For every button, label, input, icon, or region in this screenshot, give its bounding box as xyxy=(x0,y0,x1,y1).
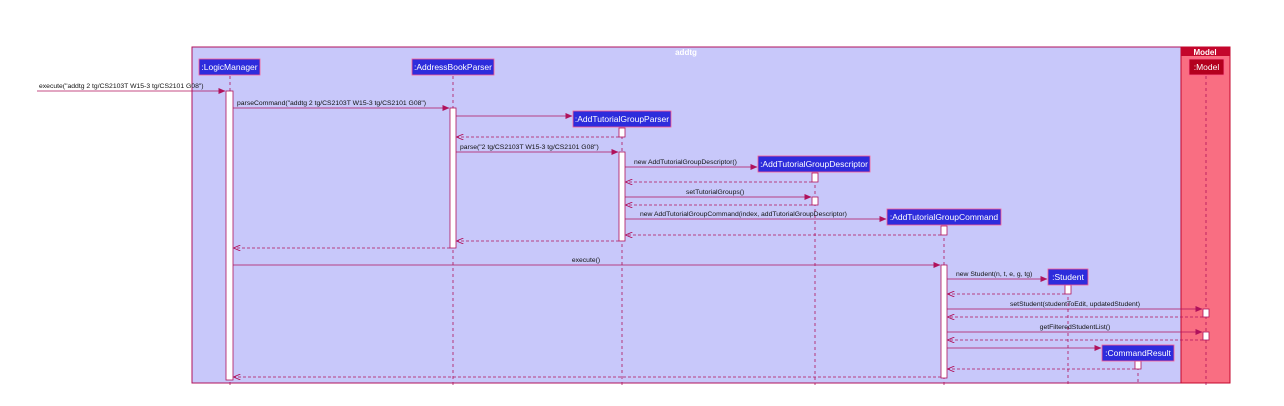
label-execute-call: execute("addtg 2 tg/CS2103T W15-3 tg/CS2… xyxy=(39,83,204,90)
activation-student-create xyxy=(1064,284,1072,295)
participant-model: :Model xyxy=(1194,62,1220,72)
participant-add-tutorial-group-command-box xyxy=(886,208,1002,226)
label-execute: execute() xyxy=(572,257,600,264)
label-set-student: setStudent(studentToEdit, updatedStudent… xyxy=(1010,301,1140,308)
participant-command-result: :CommandResult xyxy=(1105,348,1171,358)
activation-command-create xyxy=(940,225,948,236)
participant-address-book-parser-box xyxy=(411,58,495,76)
addtg-frame xyxy=(191,46,1182,384)
activation-bars xyxy=(225,90,1210,381)
activation-command-execute xyxy=(940,264,948,379)
model-frame-title: Model xyxy=(1193,48,1216,57)
participant-logic-manager-box xyxy=(198,58,261,76)
activation-parser-create xyxy=(618,127,626,138)
participant-model-box xyxy=(1188,58,1225,76)
participant-add-tutorial-group-parser-box xyxy=(572,110,672,128)
model-frame xyxy=(1180,46,1231,384)
call-arrows xyxy=(37,88,1203,351)
activation-descriptor-create xyxy=(811,172,819,183)
participant-student: :Student xyxy=(1052,272,1084,282)
participant-add-tutorial-group-parser: :AddTutorialGroupParser xyxy=(575,114,669,124)
label-set-tutorial-groups: setTutorialGroups() xyxy=(686,189,744,196)
participant-command-result-box xyxy=(1101,344,1175,362)
activation-address-book-parser xyxy=(449,107,457,249)
model-frame-header xyxy=(1181,47,1230,56)
label-get-filtered: getFilteredStudentList() xyxy=(1040,324,1111,331)
activation-result-create xyxy=(1134,360,1142,370)
activation-descriptor-set xyxy=(811,196,819,206)
label-new-command: new AddTutorialGroupCommand(index, addTu… xyxy=(640,211,847,218)
label-parse-command: parseCommand("addtg 2 tg/CS2103T W15-3 t… xyxy=(237,100,426,107)
participant-add-tutorial-group-descriptor-box xyxy=(757,155,871,173)
label-new-descriptor: new AddTutorialGroupDescriptor() xyxy=(634,159,737,166)
activation-model-get xyxy=(1202,331,1210,341)
participant-address-book-parser: :AddressBookParser xyxy=(414,62,492,72)
activation-parser-parse xyxy=(618,151,626,242)
activation-logic-manager xyxy=(225,90,234,381)
participants: :LogicManager :AddressBookParser :AddTut… xyxy=(198,58,1225,362)
participant-add-tutorial-group-descriptor: :AddTutorialGroupDescriptor xyxy=(760,159,868,169)
addtg-frame-title: addtg xyxy=(675,48,697,57)
activation-model-set xyxy=(1202,308,1210,318)
participant-student-box xyxy=(1047,268,1089,286)
participant-add-tutorial-group-command: :AddTutorialGroupCommand xyxy=(890,212,999,222)
label-parse: parse("2 tg/CS2103T W15-3 tg/CS2101 G08"… xyxy=(460,144,599,151)
return-arrows xyxy=(234,137,1203,377)
message-labels: execute("addtg 2 tg/CS2103T W15-3 tg/CS2… xyxy=(39,83,1140,331)
label-new-student: new Student(n, t, e, g, tg) xyxy=(956,271,1032,278)
participant-logic-manager: :LogicManager xyxy=(201,62,257,72)
